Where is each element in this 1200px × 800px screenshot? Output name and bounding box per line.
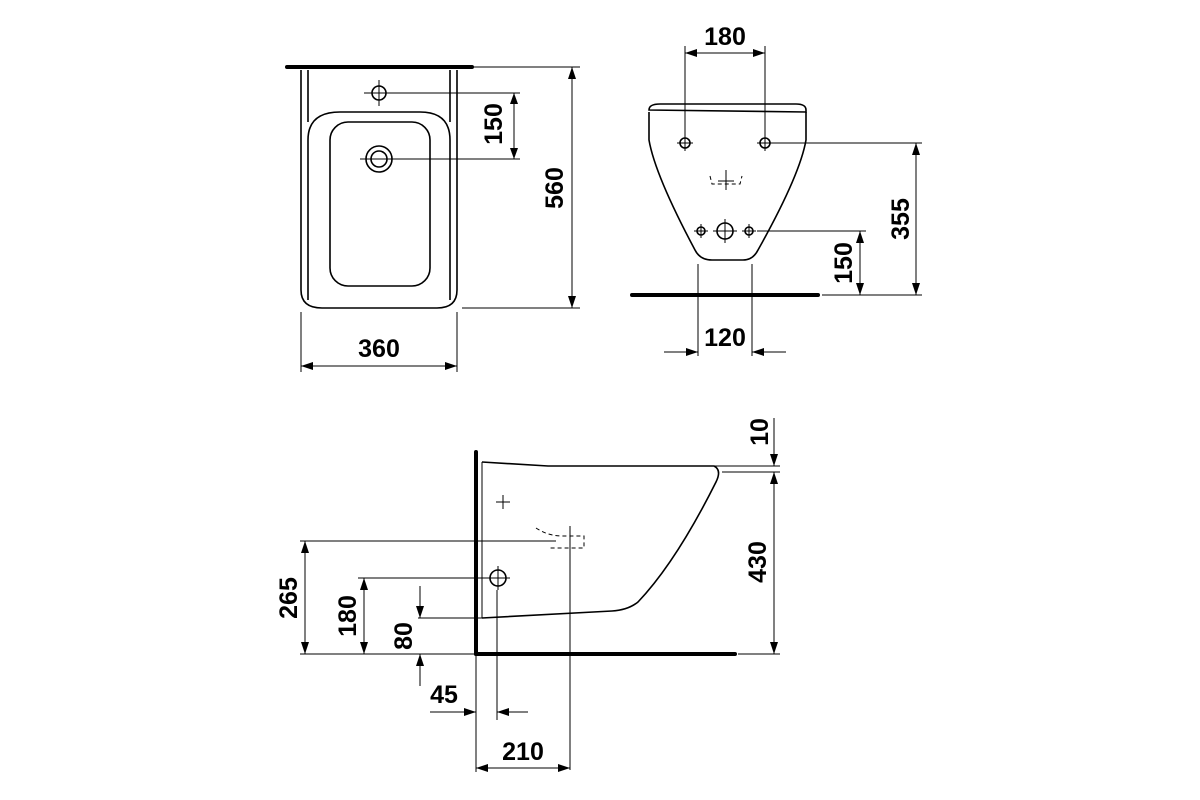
top-view-drain-icon [360,145,398,173]
dim-label-top-360: 360 [358,335,400,363]
dim-label-side-80: 80 [390,622,418,650]
rear-view-bolt-hole-left-icon [677,135,693,151]
rear-view-top-rim [648,103,807,113]
dim-label-rear-120: 120 [704,324,746,352]
rear-view-bolt-hole-right-icon [757,135,773,151]
side-view-water-inlet-icon [486,566,510,590]
dim-label-rear-180: 180 [704,23,746,51]
dim-label-top-560: 560 [541,167,569,209]
dim-label-top-150: 150 [480,103,508,145]
side-view-body-profile [481,461,720,619]
dim-label-rear-355: 355 [887,198,915,240]
dim-label-side-265: 265 [275,577,303,619]
top-view-inner-side-lines [307,70,451,122]
side-view-hidden-waste [535,527,585,549]
top-view: 150 560 360 [285,65,580,372]
top-view-bowl [329,121,431,287]
dim-label-side-210: 210 [502,738,544,766]
side-view-fixing-point-icon [496,495,510,509]
top-view-tap-hole-icon [364,80,394,106]
rear-view-body [648,112,807,261]
dim-label-side-430: 430 [744,541,772,583]
dim-label-rear-150: 150 [830,242,858,284]
side-view: 10 430 265 180 80 45 210 [275,418,780,772]
top-view-rim-outline [307,111,451,300]
rear-view-lower-hole-right-icon [742,224,756,238]
rear-view-lower-hole-left-icon [694,224,708,238]
dim-label-side-45: 45 [430,681,458,709]
rear-view-water-inlet-icon [713,219,737,243]
rear-view: 180 355 150 120 [630,23,922,356]
top-view-outer-outline [300,70,458,309]
dim-label-side-10: 10 [746,418,774,446]
dim-label-side-180: 180 [334,595,362,637]
